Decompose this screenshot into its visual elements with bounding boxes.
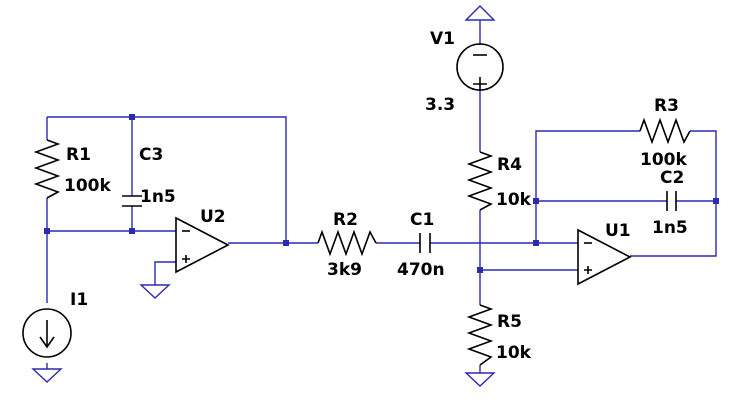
- i1-current-source[interactable]: [22, 308, 72, 358]
- wires: [46, 32, 717, 373]
- junction-dot: [477, 267, 483, 273]
- r1-value-label: 100k: [64, 176, 111, 196]
- r1-ref-label: R1: [66, 145, 91, 165]
- r5-value-label: 10k: [496, 343, 532, 363]
- c1-ref-label: C1: [410, 210, 434, 230]
- u2-ref-label: U2: [200, 207, 226, 227]
- v1-value-label: 3.3: [425, 95, 455, 115]
- r1-resistor[interactable]: [33, 139, 61, 199]
- r2-ref-label: R2: [333, 210, 358, 230]
- u2-opamp[interactable]: [175, 216, 230, 274]
- c3-capacitor[interactable]: [122, 195, 142, 207]
- r2-resistor[interactable]: [317, 229, 377, 257]
- v1-voltage-source[interactable]: [456, 43, 504, 91]
- junction-dot: [713, 198, 719, 204]
- r4-ref-label: R4: [497, 155, 522, 175]
- supply-arrow-icon: [464, 5, 496, 32]
- c1-capacitor[interactable]: [419, 233, 431, 253]
- ground-icon: [31, 368, 63, 383]
- r3-value-label: 100k: [640, 150, 687, 170]
- r3-ref-label: R3: [654, 96, 679, 116]
- c1-value-label: 470n: [397, 260, 445, 280]
- r5-resistor[interactable]: [466, 304, 494, 366]
- r5-ref-label: R5: [497, 312, 522, 332]
- junction-dot: [129, 114, 135, 120]
- c2-capacitor[interactable]: [666, 191, 677, 211]
- junction-dot: [283, 240, 289, 246]
- r4-resistor[interactable]: [466, 151, 494, 211]
- u1-ref-label: U1: [605, 221, 631, 241]
- c2-value-label: 1n5: [652, 218, 688, 238]
- r4-value-label: 10k: [496, 190, 532, 210]
- c3-value-label: 1n5: [140, 187, 176, 207]
- ground-icon: [464, 372, 496, 387]
- junction-dot: [533, 198, 539, 204]
- r3-resistor[interactable]: [639, 117, 691, 145]
- i1-ref-label: I1: [70, 290, 88, 310]
- u1-opamp[interactable]: [577, 228, 632, 286]
- junction-dot: [129, 228, 135, 234]
- c2-ref-label: C2: [660, 168, 684, 188]
- junction-dot: [44, 228, 50, 234]
- junctions: [44, 114, 719, 273]
- v1-ref-label: V1: [430, 29, 455, 49]
- ground-icon: [139, 284, 171, 299]
- junction-dot: [533, 240, 539, 246]
- r2-value-label: 3k9: [327, 260, 362, 280]
- c3-ref-label: C3: [139, 145, 163, 165]
